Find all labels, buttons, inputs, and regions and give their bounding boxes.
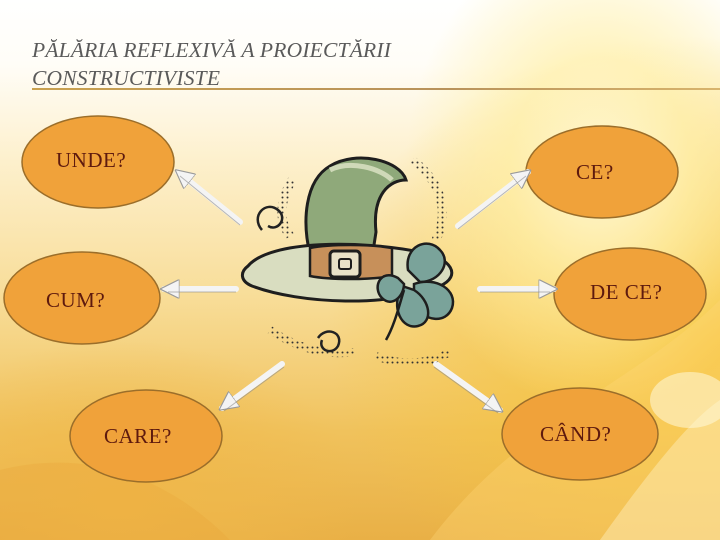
node-label-de-ce: DE CE? — [590, 280, 663, 304]
node-unde — [21, 115, 175, 209]
node-cum — [3, 251, 161, 345]
title-divider — [32, 88, 720, 90]
node-care — [69, 389, 223, 483]
node-label-unde: UNDE? — [56, 148, 127, 172]
slide-title: PĂLĂRIA REFLEXIVĂ A PROIECTĂRII CONSTRUC… — [32, 38, 392, 90]
node-label-ce: CE? — [576, 160, 614, 184]
node-label-cum: CUM? — [46, 288, 106, 312]
node-label-care: CARE? — [104, 424, 172, 448]
arrow-to-care — [222, 361, 285, 408]
arrow-to-unde — [178, 172, 243, 225]
arrow-to-cand — [433, 361, 500, 413]
hat-icon — [241, 156, 455, 367]
node-label-cand: CÂND? — [540, 422, 612, 446]
node-cand — [501, 387, 659, 481]
arrow-to-ce — [455, 172, 528, 229]
